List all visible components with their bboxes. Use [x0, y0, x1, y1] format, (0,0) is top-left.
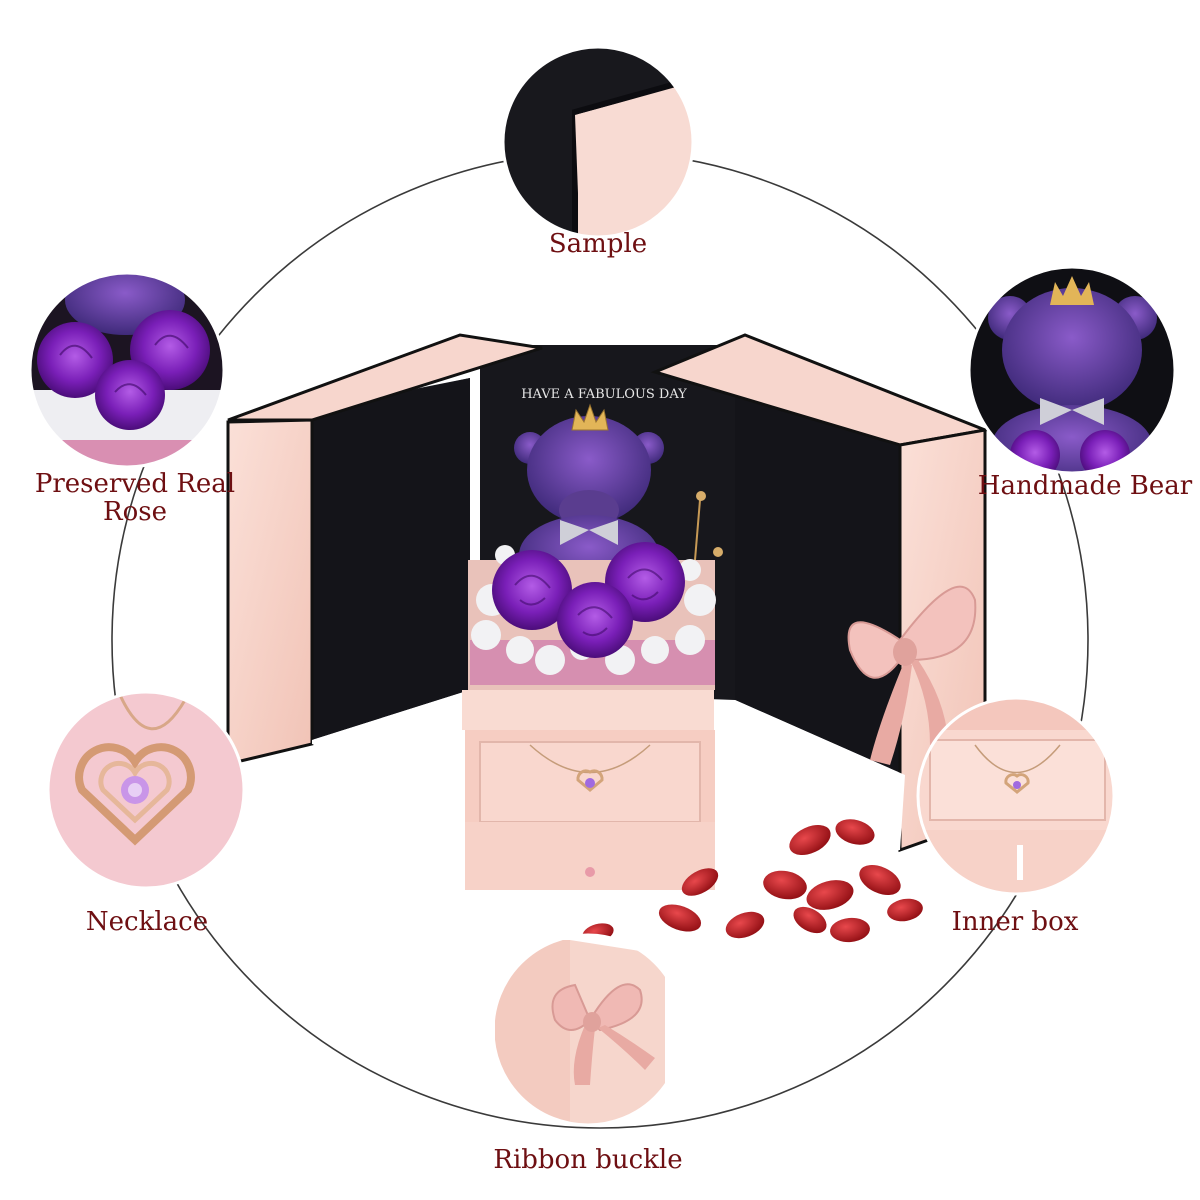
label-ribbon-buckle: Ribbon buckle [493, 1145, 683, 1175]
label-sample: Sample [548, 229, 648, 259]
callout-ribbon-image [493, 935, 683, 1125]
box-inscription: HAVE A FABULOUS DAY [521, 387, 687, 402]
label-necklace: Necklace [85, 907, 209, 937]
rose-3 [557, 582, 633, 658]
label-rose-line2: Rose [103, 497, 167, 527]
callout-inner-box-image [918, 698, 1114, 894]
label-preserved-real-rose: Preserved Real Rose [20, 470, 250, 526]
callout-necklace-image [48, 692, 244, 888]
label-inner-box: Inner box [951, 907, 1079, 937]
label-rose-line1: Preserved Real [34, 469, 236, 499]
ribbon-bow [847, 585, 977, 765]
rose-1 [492, 550, 572, 630]
gift-box: HAVE A FABULOUS DAY [226, 333, 991, 890]
rose-petals [582, 819, 923, 943]
callout-rose-image [30, 273, 224, 467]
label-handmade-bear: Handmade Bear [977, 471, 1193, 501]
